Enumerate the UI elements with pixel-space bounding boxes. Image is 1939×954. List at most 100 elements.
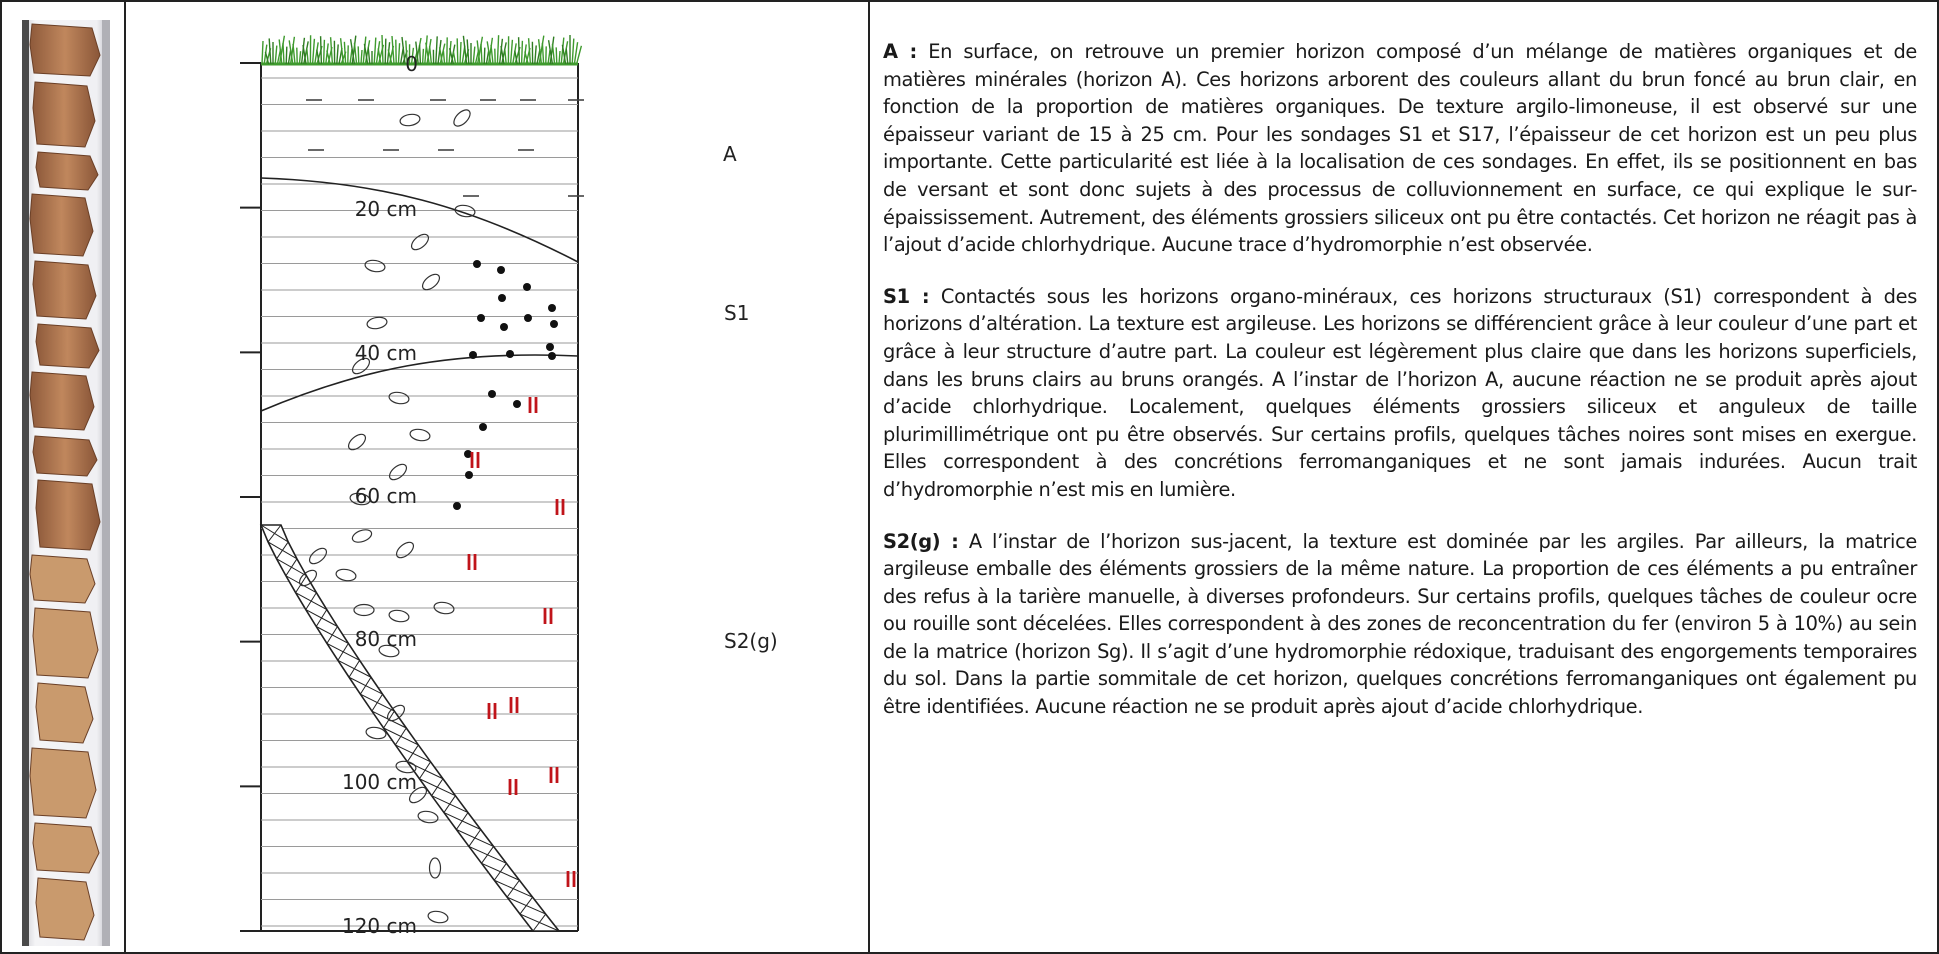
pebble — [409, 428, 431, 442]
grass-blade — [288, 40, 294, 65]
grass-blade — [517, 37, 521, 65]
rock-hatch — [315, 609, 328, 627]
grass-blade — [362, 36, 367, 65]
grass-blade — [316, 49, 320, 65]
ferromanganese-concretion — [548, 352, 556, 360]
rock-hatch — [295, 575, 307, 593]
pebble — [351, 529, 373, 543]
ferromanganese-concretion — [464, 450, 472, 458]
grass-blade — [438, 47, 444, 65]
description-tag-s1: S1 : — [883, 284, 930, 308]
rock-hatch — [455, 812, 469, 830]
description-tag-s2g: S2(g) : — [883, 529, 959, 553]
grass-blade — [476, 40, 481, 65]
boundary-s1-s2 — [260, 354, 579, 412]
rock-hatch — [359, 676, 372, 695]
pebble — [395, 760, 417, 774]
rock-hatch — [443, 795, 456, 813]
rock-hatch — [285, 558, 298, 577]
soil-core-chunk — [32, 822, 100, 874]
ferromanganese-concretion — [488, 390, 496, 398]
grass-blade — [264, 51, 270, 65]
grass-surface — [261, 34, 583, 66]
grass-blade — [558, 50, 561, 65]
ferromanganese-concretion — [550, 320, 558, 328]
ferromanganese-concretion — [500, 323, 508, 331]
grass-blade — [560, 37, 565, 65]
horizon-labels: A S1 S2(g) — [723, 142, 778, 653]
grass-blade — [285, 46, 288, 65]
pebble — [454, 204, 476, 218]
grass-blade — [428, 46, 433, 65]
grass-blade — [363, 43, 369, 65]
soil-core-chunk — [29, 747, 97, 819]
depth-label-40: 40 cm — [355, 341, 417, 365]
grass-blade — [353, 42, 358, 65]
rock-hatch — [519, 896, 533, 915]
soil-core-chunk — [29, 554, 96, 604]
grass-blade — [278, 39, 283, 65]
pebble — [408, 786, 428, 804]
rock-hatch — [276, 541, 289, 560]
ferromanganese-concretion — [465, 471, 473, 479]
rock-hatch — [532, 913, 547, 932]
grass-blade — [314, 42, 319, 65]
grass-blade — [573, 42, 579, 65]
soil-core-chunk — [29, 371, 95, 431]
depth-label-20: 20 cm — [355, 197, 417, 221]
pebble — [308, 547, 328, 565]
grass-blade — [472, 46, 476, 65]
ferromanganese-concretion — [524, 314, 532, 322]
grass-blade — [541, 42, 545, 65]
grass-blade — [377, 48, 382, 65]
grass-blade — [500, 45, 505, 65]
grass-blade — [483, 47, 486, 65]
ferromanganese-concretion — [546, 343, 554, 351]
rock-hatch — [337, 643, 349, 661]
grass-blade — [466, 39, 470, 65]
grass-blade — [329, 37, 334, 65]
profile-layer-lines — [261, 77, 578, 927]
grass-blade — [435, 36, 438, 65]
depth-label-0: 0 — [405, 52, 418, 76]
grass-blade — [537, 39, 543, 65]
grass-blade — [424, 35, 428, 65]
ferromanganese-concretion — [513, 400, 521, 408]
ferromanganese-concretion — [548, 304, 556, 312]
grass-blade — [504, 49, 507, 65]
rock-hatch — [493, 863, 507, 881]
grass-blade — [401, 36, 406, 65]
grass-blade — [490, 44, 494, 65]
pebble — [453, 109, 471, 127]
pebble — [399, 113, 421, 127]
grass-blade — [384, 38, 387, 65]
grass-blade — [501, 42, 507, 65]
grass-blade — [547, 40, 554, 65]
grass-blade — [364, 40, 371, 65]
pebble — [388, 463, 408, 481]
description-horizon-s2g: S2(g) : A l’instar de l’horizon sus-jace… — [883, 528, 1917, 721]
grass-blade — [298, 51, 302, 65]
grass-blade — [336, 44, 339, 65]
soil-core-chunk — [29, 23, 101, 77]
grass-blade — [486, 41, 492, 65]
grass-blade — [415, 41, 419, 65]
grass-blade — [261, 40, 264, 65]
grass-blade — [562, 41, 569, 65]
horizon-descriptions: A : En surface, on retrouve un premier h… — [883, 38, 1917, 745]
grass-blade — [311, 38, 316, 65]
grass-blade — [278, 35, 286, 65]
pebble — [433, 601, 455, 615]
rock-hatch — [406, 744, 419, 763]
rock-hatch — [481, 846, 494, 864]
ferromanganese-concretion — [523, 283, 531, 291]
grass-blade — [268, 38, 272, 65]
depth-label-60: 60 cm — [355, 484, 417, 508]
rock-hatch — [506, 879, 520, 898]
grass-blade — [302, 44, 307, 65]
grass-blade — [326, 50, 331, 65]
soil-core-chunk — [35, 877, 95, 941]
grass-blade — [357, 46, 360, 65]
soil-core-chunk — [32, 435, 98, 477]
grass-blade — [349, 48, 353, 65]
